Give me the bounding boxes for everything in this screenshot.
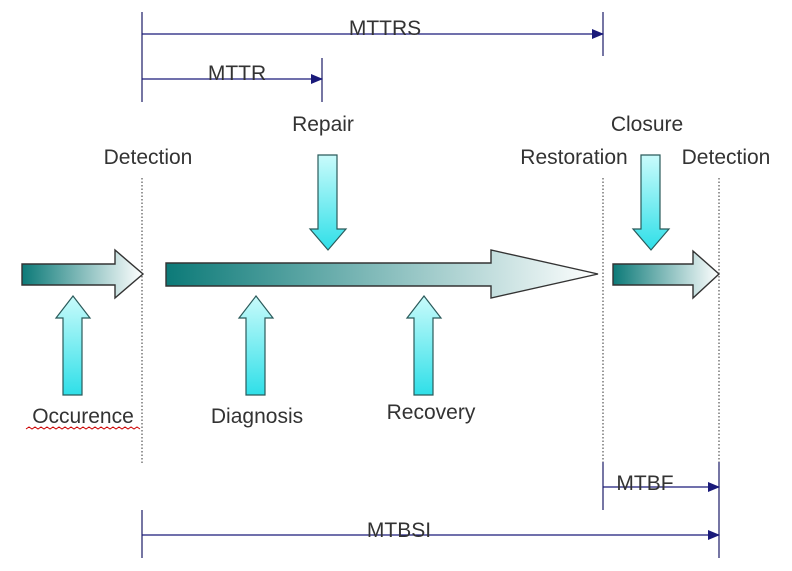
repair-label: Repair xyxy=(292,113,354,136)
mttrs-label: MTTRS xyxy=(349,17,421,40)
occurence-up-arrow xyxy=(54,295,92,396)
restoration-label: Restoration xyxy=(520,146,627,169)
closure-label: Closure xyxy=(611,113,683,136)
detection-label: Detection xyxy=(104,146,193,169)
diagnosis-up-arrow xyxy=(237,295,275,396)
closure-down-arrow xyxy=(631,154,671,251)
post-restoration-arrow xyxy=(612,249,721,300)
mtbsi-label: MTBSI xyxy=(367,519,431,542)
pre-detection-arrow xyxy=(21,248,145,300)
recovery-up-arrow xyxy=(405,295,443,396)
repair-down-arrow xyxy=(308,154,348,251)
mttr-label: MTTR xyxy=(208,62,266,85)
recovery-label: Recovery xyxy=(387,401,476,424)
spellcheck-underline xyxy=(25,426,141,430)
mtbf-label: MTBF xyxy=(616,472,673,495)
detection-2-label: Detection xyxy=(682,146,771,169)
diagnosis-label: Diagnosis xyxy=(211,405,303,428)
occurence-label: Occurence xyxy=(32,405,134,428)
incident-handling-arrow xyxy=(165,249,599,299)
